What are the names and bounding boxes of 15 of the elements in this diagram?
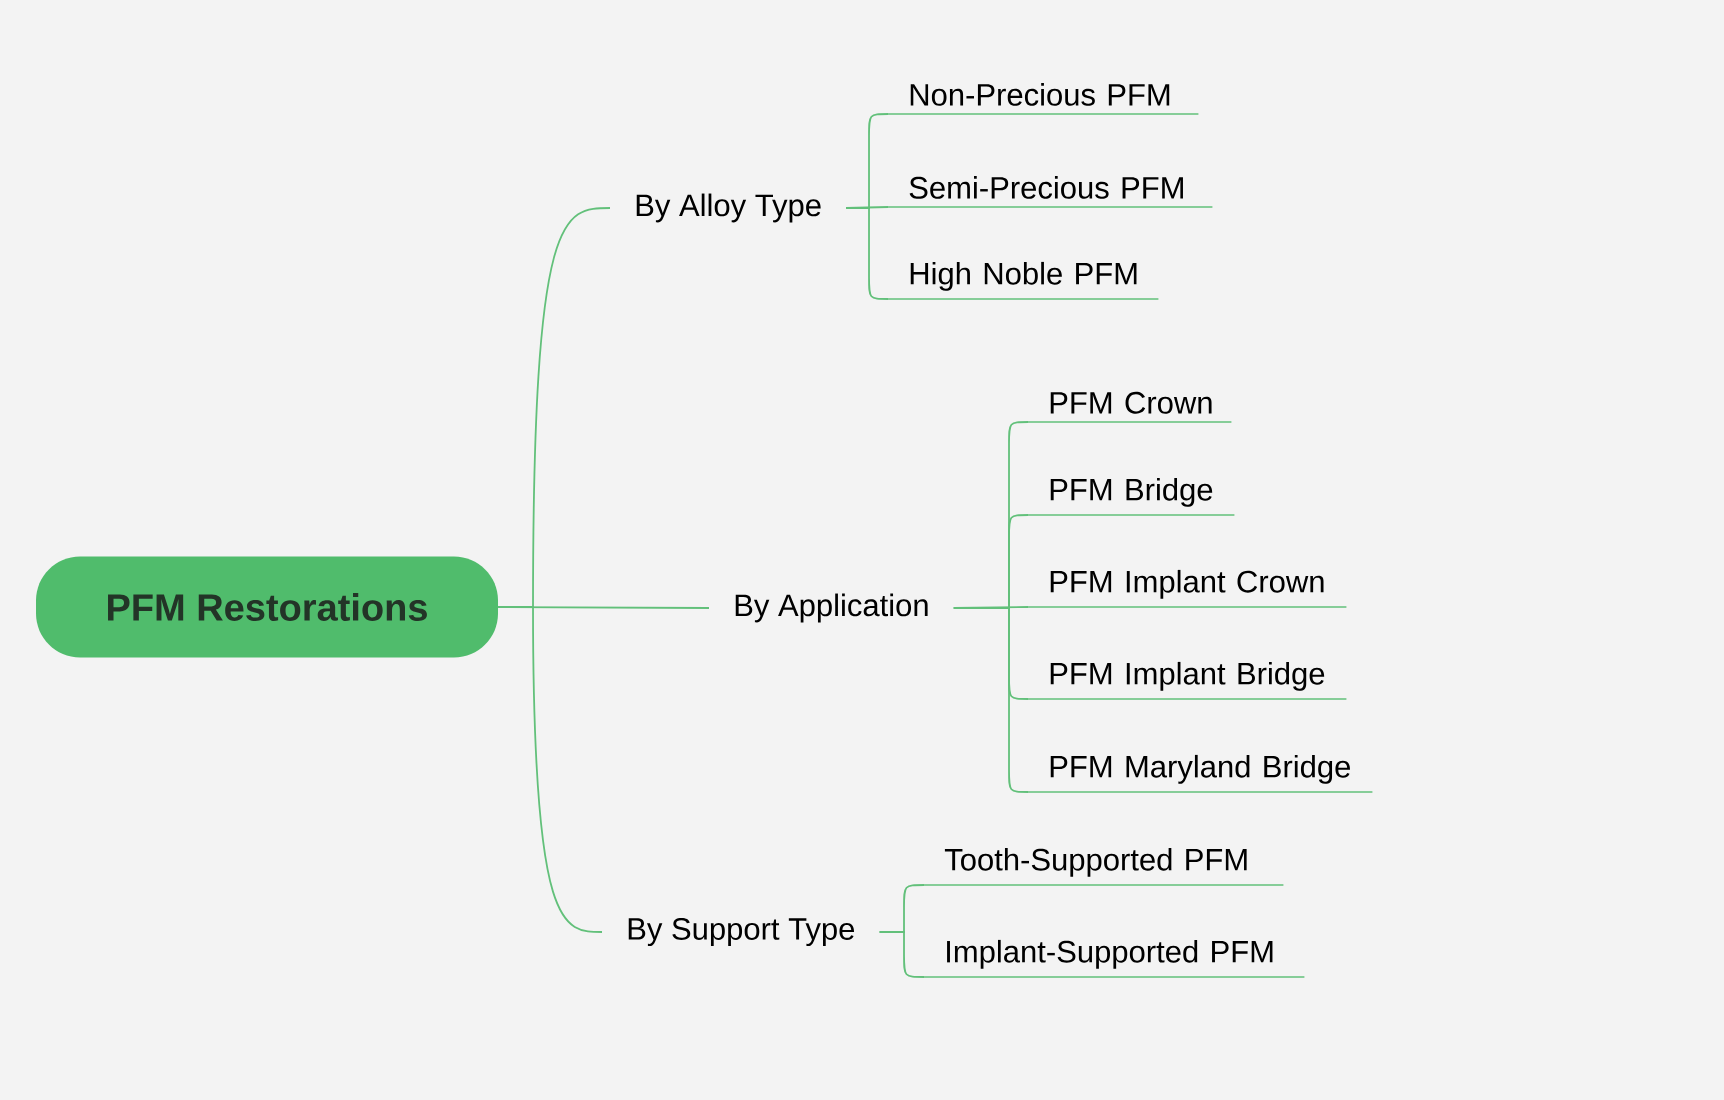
connector-line <box>497 606 603 933</box>
root-topic: PFM Restorations <box>36 556 498 658</box>
branch-topic: By Application <box>735 593 928 623</box>
subtopic: PFM Crown <box>1027 391 1233 423</box>
subtopic: Tooth-Supported PFM <box>923 847 1285 886</box>
subtopic: Non-Precious PFM <box>887 83 1200 115</box>
subtopic: PFM Implant Bridge <box>1027 661 1348 700</box>
subtopic: PFM Bridge <box>1027 477 1236 516</box>
subtopic: PFM Implant Crown <box>1027 569 1348 608</box>
branch-topic: By Support Type <box>628 917 855 947</box>
subtopic: Semi-Precious PFM <box>887 176 1214 208</box>
subtopic: PFM Maryland Bridge <box>1027 754 1374 793</box>
subtopic: Implant-Supported PFM <box>923 939 1306 978</box>
branch-topic: By Alloy Type <box>636 193 821 223</box>
subtopic: High Noble PFM <box>887 261 1160 300</box>
